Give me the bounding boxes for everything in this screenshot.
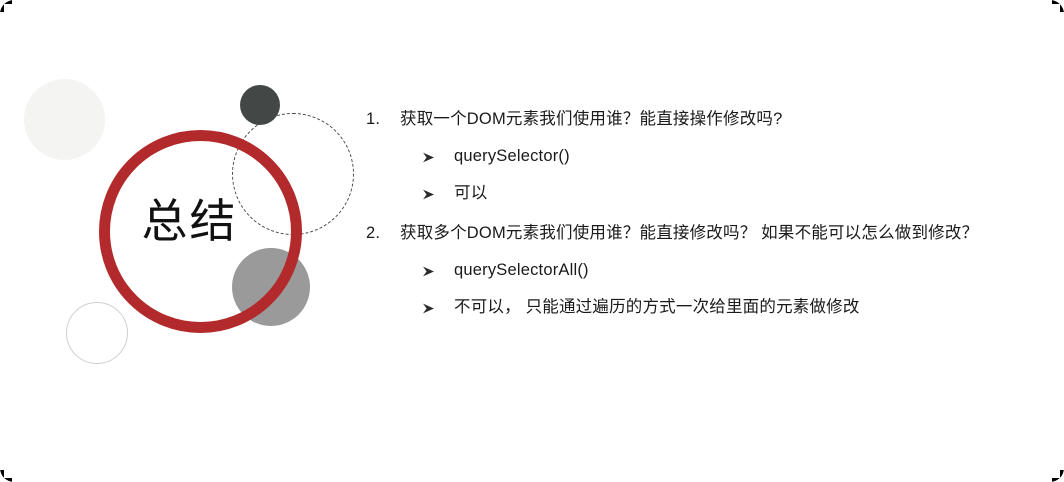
- question-text: 获取一个DOM元素我们使用谁？能直接操作修改吗?: [400, 110, 783, 128]
- list-item: 可以: [366, 175, 1036, 212]
- outline-circle-decoration: [66, 302, 128, 364]
- pale-circle-decoration: [24, 79, 105, 160]
- red-ring-decoration: [99, 130, 302, 333]
- answer-text: querySelectorAll(): [454, 261, 589, 279]
- decorative-graphic-cluster: 总结: [0, 0, 370, 482]
- answer-text: 可以: [454, 184, 488, 202]
- corner-mark-bottom-right: [1052, 470, 1064, 482]
- list-item: 2. 获取多个DOM元素我们使用谁？能直接修改吗？ 如果不能可以怎么做到修改？ …: [366, 218, 1036, 326]
- arrowhead-bullet-icon: [422, 138, 438, 163]
- arrowhead-bullet-icon: [422, 252, 438, 277]
- answer-list: querySelector() 可以: [366, 138, 1036, 212]
- answer-text: 不可以， 只能通过遍历的方式一次给里面的元素做修改: [454, 298, 860, 316]
- question-text: 获取多个DOM元素我们使用谁？能直接修改吗？ 如果不能可以怎么做到修改？: [400, 224, 979, 242]
- content-area: 1. 获取一个DOM元素我们使用谁？能直接操作修改吗? querySelecto…: [366, 104, 1036, 332]
- list-item: 1. 获取一个DOM元素我们使用谁？能直接操作修改吗? querySelecto…: [366, 104, 1036, 212]
- corner-mark-top-right: [1052, 0, 1064, 12]
- arrowhead-bullet-icon: [422, 289, 438, 314]
- answer-text: querySelector(): [454, 147, 570, 165]
- slide-title: 总结: [141, 194, 238, 247]
- question-row: 2. 获取多个DOM元素我们使用谁？能直接修改吗？ 如果不能可以怎么做到修改？: [366, 218, 1036, 249]
- corner-mark-top-left: [0, 0, 12, 12]
- arrowhead-bullet-icon: [422, 175, 438, 200]
- question-list: 1. 获取一个DOM元素我们使用谁？能直接操作修改吗? querySelecto…: [366, 104, 1036, 326]
- list-number: 1.: [366, 110, 381, 128]
- question-row: 1. 获取一个DOM元素我们使用谁？能直接操作修改吗?: [366, 104, 1036, 135]
- list-item: 不可以， 只能通过遍历的方式一次给里面的元素做修改: [366, 289, 1036, 326]
- list-item: querySelectorAll(): [366, 252, 1036, 289]
- corner-mark-bottom-left: [0, 470, 12, 482]
- answer-list: querySelectorAll() 不可以， 只能通过遍历的方式一次给里面的元…: [366, 252, 1036, 326]
- list-item: querySelector(): [366, 138, 1036, 175]
- list-number: 2.: [366, 224, 381, 242]
